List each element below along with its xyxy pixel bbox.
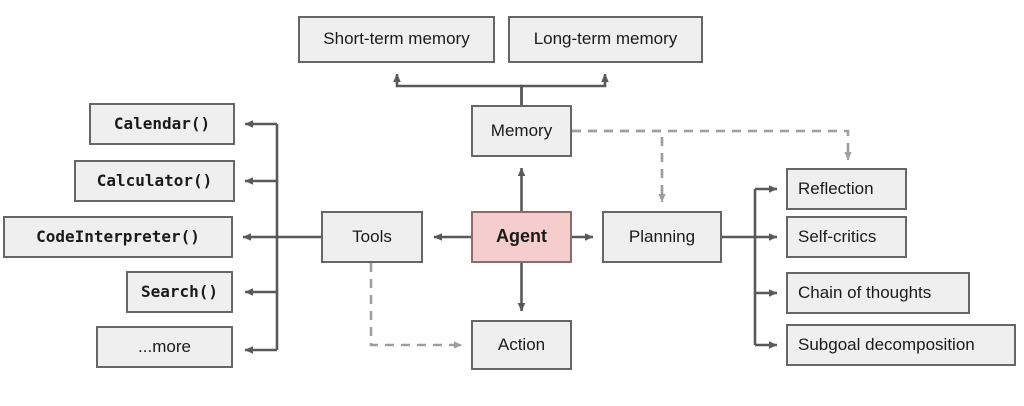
node-tools[interactable]: Tools xyxy=(321,211,423,263)
edge-memory-shortterm xyxy=(393,73,523,105)
node-calculator-tool[interactable]: Calculator() xyxy=(74,160,235,202)
edge-memory-longterm xyxy=(520,73,609,105)
edge-tools-action-dashed xyxy=(369,263,463,349)
node-label: Subgoal decomposition xyxy=(798,334,975,354)
node-label: Tools xyxy=(352,226,392,246)
node-label: Chain of thoughts xyxy=(798,282,932,302)
node-label: Short-term memory xyxy=(323,29,470,49)
node-subgoal-decomposition[interactable]: Subgoal decomposition xyxy=(786,324,1016,366)
node-label: Calendar() xyxy=(113,114,211,134)
node-label: Memory xyxy=(490,120,553,140)
node-agent[interactable]: Agent xyxy=(471,211,572,263)
node-label: CodeInterpreter() xyxy=(36,227,200,247)
node-long-term-memory[interactable]: Long-term memory xyxy=(508,16,703,63)
node-label: Calculator() xyxy=(96,171,213,191)
node-planning[interactable]: Planning xyxy=(602,211,722,263)
node-label: Reflection xyxy=(798,178,874,198)
node-short-term-memory[interactable]: Short-term memory xyxy=(298,16,495,63)
node-label: Action xyxy=(497,334,546,354)
node-calendar-tool[interactable]: Calendar() xyxy=(89,103,235,145)
node-search-tool[interactable]: Search() xyxy=(126,271,233,313)
node-more-tools[interactable]: ...more xyxy=(96,326,233,368)
node-codeinterpreter-tool[interactable]: CodeInterpreter() xyxy=(3,216,233,258)
edge-memory-planning-dashed xyxy=(572,129,666,203)
node-label: Self-critics xyxy=(798,226,877,246)
edge-memory-reflection-dashed xyxy=(572,129,852,161)
node-chain-of-thoughts[interactable]: Chain of thoughts xyxy=(786,272,970,314)
node-label: ...more xyxy=(138,336,191,356)
node-self-critics[interactable]: Self-critics xyxy=(786,216,907,258)
node-label: Long-term memory xyxy=(533,29,678,49)
node-label: Search() xyxy=(140,282,219,302)
node-label: Planning xyxy=(628,226,696,246)
node-label: Agent xyxy=(496,226,547,247)
node-reflection[interactable]: Reflection xyxy=(786,168,907,210)
node-memory[interactable]: Memory xyxy=(471,105,572,157)
node-action[interactable]: Action xyxy=(471,320,572,370)
